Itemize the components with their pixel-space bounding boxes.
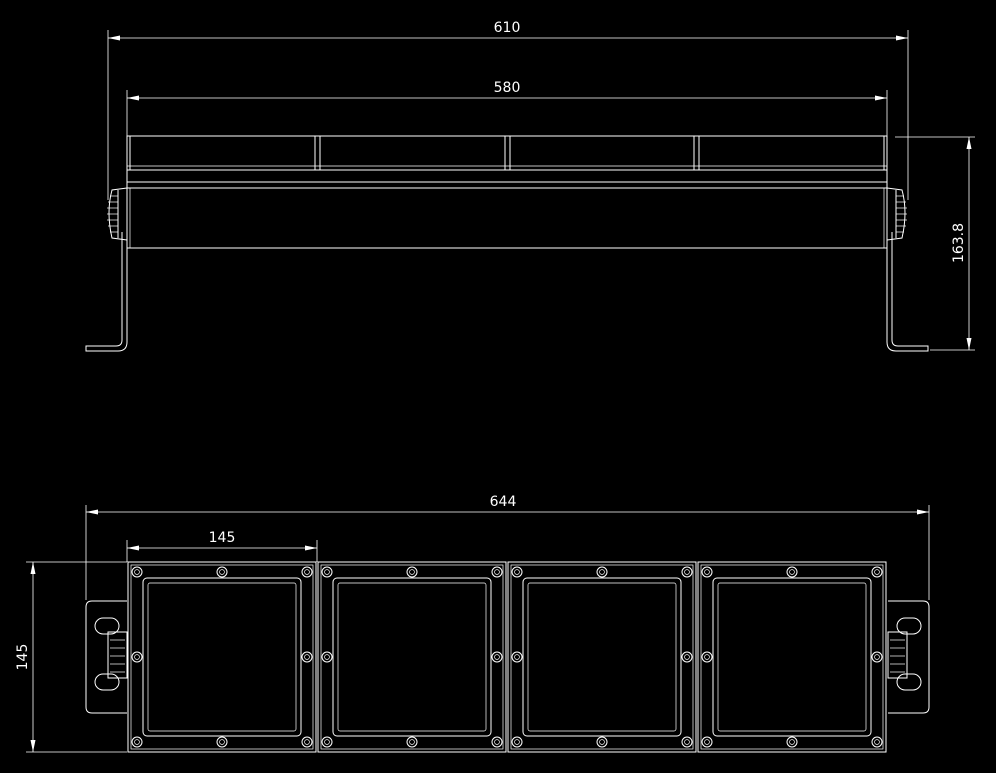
lens-window-inner — [717, 582, 867, 732]
screw-icon — [786, 566, 798, 578]
lens-window — [142, 577, 302, 737]
screw-icon — [681, 651, 693, 663]
module-frame-inner — [510, 564, 694, 750]
screw-icon — [681, 566, 693, 578]
screw-icon — [321, 651, 333, 663]
module-frame — [507, 561, 697, 753]
left-bracket — [85, 232, 128, 352]
lens-window — [712, 577, 872, 737]
module-frame-inner — [130, 564, 314, 750]
lens-window-inner — [527, 582, 677, 732]
screw-icon — [511, 651, 523, 663]
lens-window — [332, 577, 492, 737]
screw-icon — [131, 566, 143, 578]
screw-icon — [131, 736, 143, 748]
dimension-overall-width-bottom: 644 — [85, 494, 930, 600]
dimension-label-610: 610 — [494, 20, 521, 36]
screw-icon — [491, 736, 503, 748]
screw-icon — [491, 566, 503, 578]
right-bracket — [886, 232, 929, 352]
lens-module — [317, 561, 507, 753]
right-side-bracket — [887, 600, 930, 714]
screw-icon — [701, 736, 713, 748]
dimension-inner-width-top: 580 — [126, 80, 888, 140]
screw-icon — [491, 651, 503, 663]
housing-body — [126, 169, 888, 249]
left-knob — [107, 187, 128, 241]
screw-icon — [321, 566, 333, 578]
module-frame-inner — [700, 564, 884, 750]
screw-icon — [511, 736, 523, 748]
screw-icon — [786, 736, 798, 748]
front-elevation-view: 644 145 145 — [15, 494, 930, 753]
lens-window — [522, 577, 682, 737]
left-side-bracket — [85, 600, 128, 714]
right-knob — [886, 187, 907, 241]
dimension-label-580: 580 — [494, 80, 521, 96]
module-frame — [317, 561, 507, 753]
screw-icon — [301, 736, 313, 748]
dimension-label-145-height: 145 — [15, 644, 31, 671]
screw-icon — [301, 566, 313, 578]
screw-icon — [216, 566, 228, 578]
lens-module — [127, 561, 317, 753]
lens-window-inner — [147, 582, 297, 732]
dimension-height-bottom: 145 — [15, 561, 127, 753]
screw-icon — [701, 566, 713, 578]
screw-icon — [871, 736, 883, 748]
lens-window-inner — [337, 582, 487, 732]
dimension-module-width: 145 — [126, 530, 318, 562]
screw-icon — [406, 736, 418, 748]
side-elevation-view: 610 580 163.8 — [85, 20, 975, 352]
lens-module — [507, 561, 697, 753]
screw-icon — [321, 736, 333, 748]
screw-icon — [301, 651, 313, 663]
screw-icon — [216, 736, 228, 748]
module-frame — [127, 561, 317, 753]
lens-strip — [126, 135, 888, 171]
dimension-height-top: 163.8 — [895, 136, 975, 351]
module-frame — [697, 561, 887, 753]
dimension-overall-width-top: 610 — [107, 20, 909, 200]
screw-icon — [596, 736, 608, 748]
screw-icon — [511, 566, 523, 578]
dimension-label-145-width: 145 — [209, 530, 236, 546]
dimension-label-644: 644 — [490, 494, 517, 510]
screw-icon — [131, 651, 143, 663]
screw-icon — [701, 651, 713, 663]
dimension-label-163-8: 163.8 — [951, 223, 967, 263]
screw-icon — [406, 566, 418, 578]
screw-icon — [596, 566, 608, 578]
screw-icon — [871, 566, 883, 578]
lens-module — [697, 561, 887, 753]
module-frame-inner — [320, 564, 504, 750]
lens-modules — [127, 561, 887, 753]
screw-icon — [681, 736, 693, 748]
screw-icon — [871, 651, 883, 663]
